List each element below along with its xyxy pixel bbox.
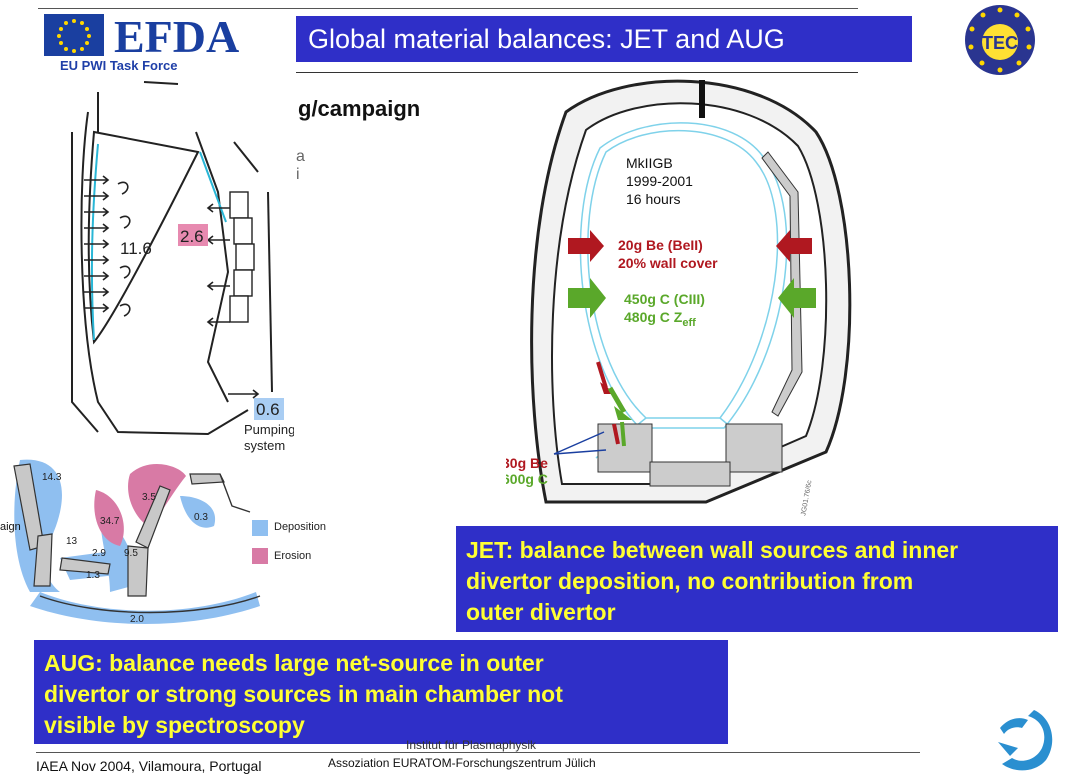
div-val-2: 2.9	[92, 548, 106, 559]
aug-poloidal-diagram: 11.6 2.6 0.6 Pumping system	[71, 81, 294, 453]
title-underline	[296, 72, 858, 73]
aug-inner-value: 11.6	[120, 239, 152, 258]
legend-deposition-label: Deposition	[274, 521, 326, 533]
jet-div-c: 600g C	[506, 471, 548, 487]
slide-title: Global material balances: JET and AUG	[296, 16, 912, 62]
fragment-i: i	[296, 166, 300, 183]
legend-erosion-label: Erosion	[274, 550, 312, 562]
jet-c-zeff-sub: eff	[682, 317, 696, 329]
fragment-a: a	[296, 148, 305, 165]
jet-note-line-2: divertor deposition, no contribution fro…	[466, 568, 914, 594]
jet-config: MkIIGB	[626, 155, 673, 171]
jet-years: 1999-2001	[626, 173, 693, 189]
aug-note-line-2: divertor or strong sources in main chamb…	[44, 681, 563, 707]
jet-wall-cover: 20% wall cover	[618, 255, 718, 271]
footer-rule	[36, 752, 920, 753]
tec-logo: TEC	[965, 5, 1035, 75]
efda-logo: EFDA	[44, 11, 239, 62]
div-val-6: 3.5	[142, 492, 156, 503]
legend-erosion-swatch	[252, 548, 268, 564]
svg-text:480g C Zeff: 480g C Zeff	[624, 309, 696, 329]
jet-be-bell: 20g Be (BeII)	[618, 237, 703, 253]
div-val-8: 2.0	[130, 614, 144, 625]
fzj-logo	[998, 710, 1053, 771]
jet-note-line-1: JET: balance between wall sources and in…	[466, 537, 959, 563]
pump-label-2: system	[244, 438, 285, 453]
institute-line-2: Assoziation EURATOM-Forschungszentrum Jü…	[328, 756, 596, 770]
div-val-0: 14.3	[42, 472, 62, 483]
div-val-3: 1.3	[86, 570, 100, 581]
tec-logo-text: TEC	[982, 33, 1018, 53]
task-force-label: EU PWI Task Force	[60, 58, 178, 73]
divertor-side-label: aign	[0, 521, 21, 533]
jet-c-zeff: 480g C Z	[624, 309, 683, 325]
conference-label: IAEA Nov 2004, Vilamoura, Portugal	[36, 758, 262, 774]
jet-conclusion-box: JET: balance between wall sources and in…	[456, 526, 1058, 632]
campaign-fragment: g/campaign	[298, 96, 421, 121]
div-val-1: 13	[66, 536, 78, 547]
aug-pump-value: 0.6	[256, 400, 280, 419]
jet-c-ciii: 450g C (CIII)	[624, 291, 705, 307]
div-val-7: 0.3	[194, 512, 208, 523]
pump-label-1: Pumping	[244, 422, 294, 437]
aug-note-line-3: visible by spectroscopy	[44, 712, 305, 738]
aug-note-line-1: AUG: balance needs large net-source in o…	[44, 650, 544, 676]
div-val-4: 9.5	[124, 548, 138, 559]
aug-outer-value: 2.6	[180, 227, 204, 246]
jet-cross-section: MkIIGB 1999-2001 16 hours 20g Be (BeII) …	[506, 79, 852, 516]
jet-note-line-3: outer divertor	[466, 599, 616, 625]
legend-deposition-swatch	[252, 520, 268, 536]
institute-line-1: Institut für Plasmaphysik	[406, 738, 537, 752]
jet-div-be: 30g Be	[506, 455, 548, 471]
div-val-5: 34.7	[100, 516, 120, 527]
jet-hours: 16 hours	[626, 191, 680, 207]
top-rule	[38, 8, 858, 9]
aug-divertor-diagram: 14.3 13 2.9 1.3 9.5 34.7 3.5 0.3 2.0	[13, 459, 261, 625]
aug-conclusion-box: AUG: balance needs large net-source in o…	[34, 640, 728, 744]
efda-logo-text: EFDA	[114, 11, 239, 62]
jet-figure-code: JG01.76/6c	[800, 479, 813, 516]
